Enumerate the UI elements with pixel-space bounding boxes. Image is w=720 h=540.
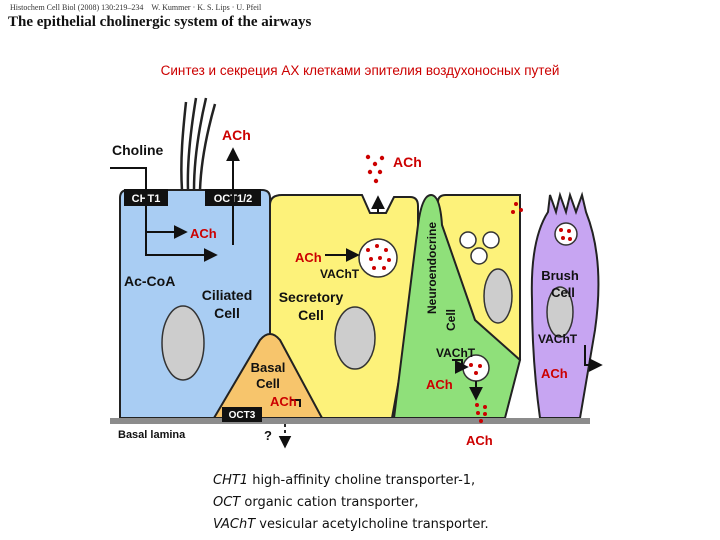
secretory-nucleus [334,306,376,370]
secretory-cell-label-2: Cell [298,307,324,323]
brush-vesicle [554,222,578,246]
oct3-label: OCT3 [229,410,256,421]
columnar-nucleus [483,268,513,324]
brush-nucleus [546,286,574,338]
legend-desc: vesicular acetylcholine transporter. [255,517,489,532]
journal-authors: W. Kummer · K. S. Lips · U. Pfeil [151,3,262,12]
question-mark: ? [264,428,272,443]
legend-item-cht1: CHT1 high-affinity choline transporter-1… [213,470,489,492]
ciliated-cell-label-2: Cell [214,305,240,321]
basal-cell [212,333,324,419]
legend-desc: organic cation transporter, [240,495,419,510]
slide-title: Синтез и секреция АХ клетками эпителия в… [160,63,560,78]
journal-reference: Histochem Cell Biol (2008) 130:219–234 [10,3,144,12]
legend-item-vacht: VAChT vesicular acetylcholine transporte… [213,514,489,536]
acoa-label: Ac-CoA [124,273,175,289]
neuroendocrine-cell-label-1: Neuroendocrine [425,222,439,314]
vacht-ne-label: VAChT [436,346,476,360]
columnar-vesicle-2 [482,231,500,249]
ach-dots [365,154,572,423]
ach-bottom-label: ACh [466,433,493,448]
transport-arrows [110,147,603,407]
basal-lamina [110,418,590,424]
legend-abbr: VAChT [213,517,256,532]
ach-secretory-label: ACh [295,250,322,265]
choline-label: Choline [112,142,164,158]
cilia [180,97,217,191]
vacht-brush-label: VAChT [538,332,578,346]
ach-brush-label: ACh [541,366,568,381]
brush-cell-label-1: Brush [541,268,579,283]
article-title: The epithelial cholinergic system of the… [8,14,312,30]
basal-cell-label-1: Basal [251,360,286,375]
secretory-cell-label-1: Secretory [279,289,344,305]
journal-citation: Histochem Cell Biol (2008) 130:219–234 W… [10,3,261,12]
vacht-secretory-label: VAChT [320,267,360,281]
columnar-vesicle-3 [470,247,488,265]
ciliated-nucleus [161,305,205,381]
ciliated-cell-label-1: Ciliated [202,287,253,303]
ach-top-label: ACh [222,127,251,143]
ach-basal-label: ACh [270,394,297,409]
legend: CHT1 high-affinity choline transporter-1… [213,470,489,536]
legend-abbr: CHT1 [213,473,249,488]
oct3-transporter [222,407,262,422]
legend-desc: high-affinity choline transporter-1, [248,473,476,488]
basal-lamina-label: Basal lamina [118,429,186,441]
basal-cell-label-2: Cell [256,376,280,391]
ach-ciliated-label: ACh [190,226,217,241]
columnar-vesicle-1 [459,231,477,249]
brush-cell-label-2: Cell [551,285,575,300]
legend-item-oct: OCT organic cation transporter, [213,492,489,514]
legend-abbr: OCT [213,495,241,510]
ciliated-cell [119,189,271,419]
ach-secreted-label: ACh [393,154,422,170]
neuroendocrine-cell [392,193,522,419]
neuroendocrine-cell-label-2: Cell [444,309,458,331]
ach-ne-label: ACh [426,377,453,392]
